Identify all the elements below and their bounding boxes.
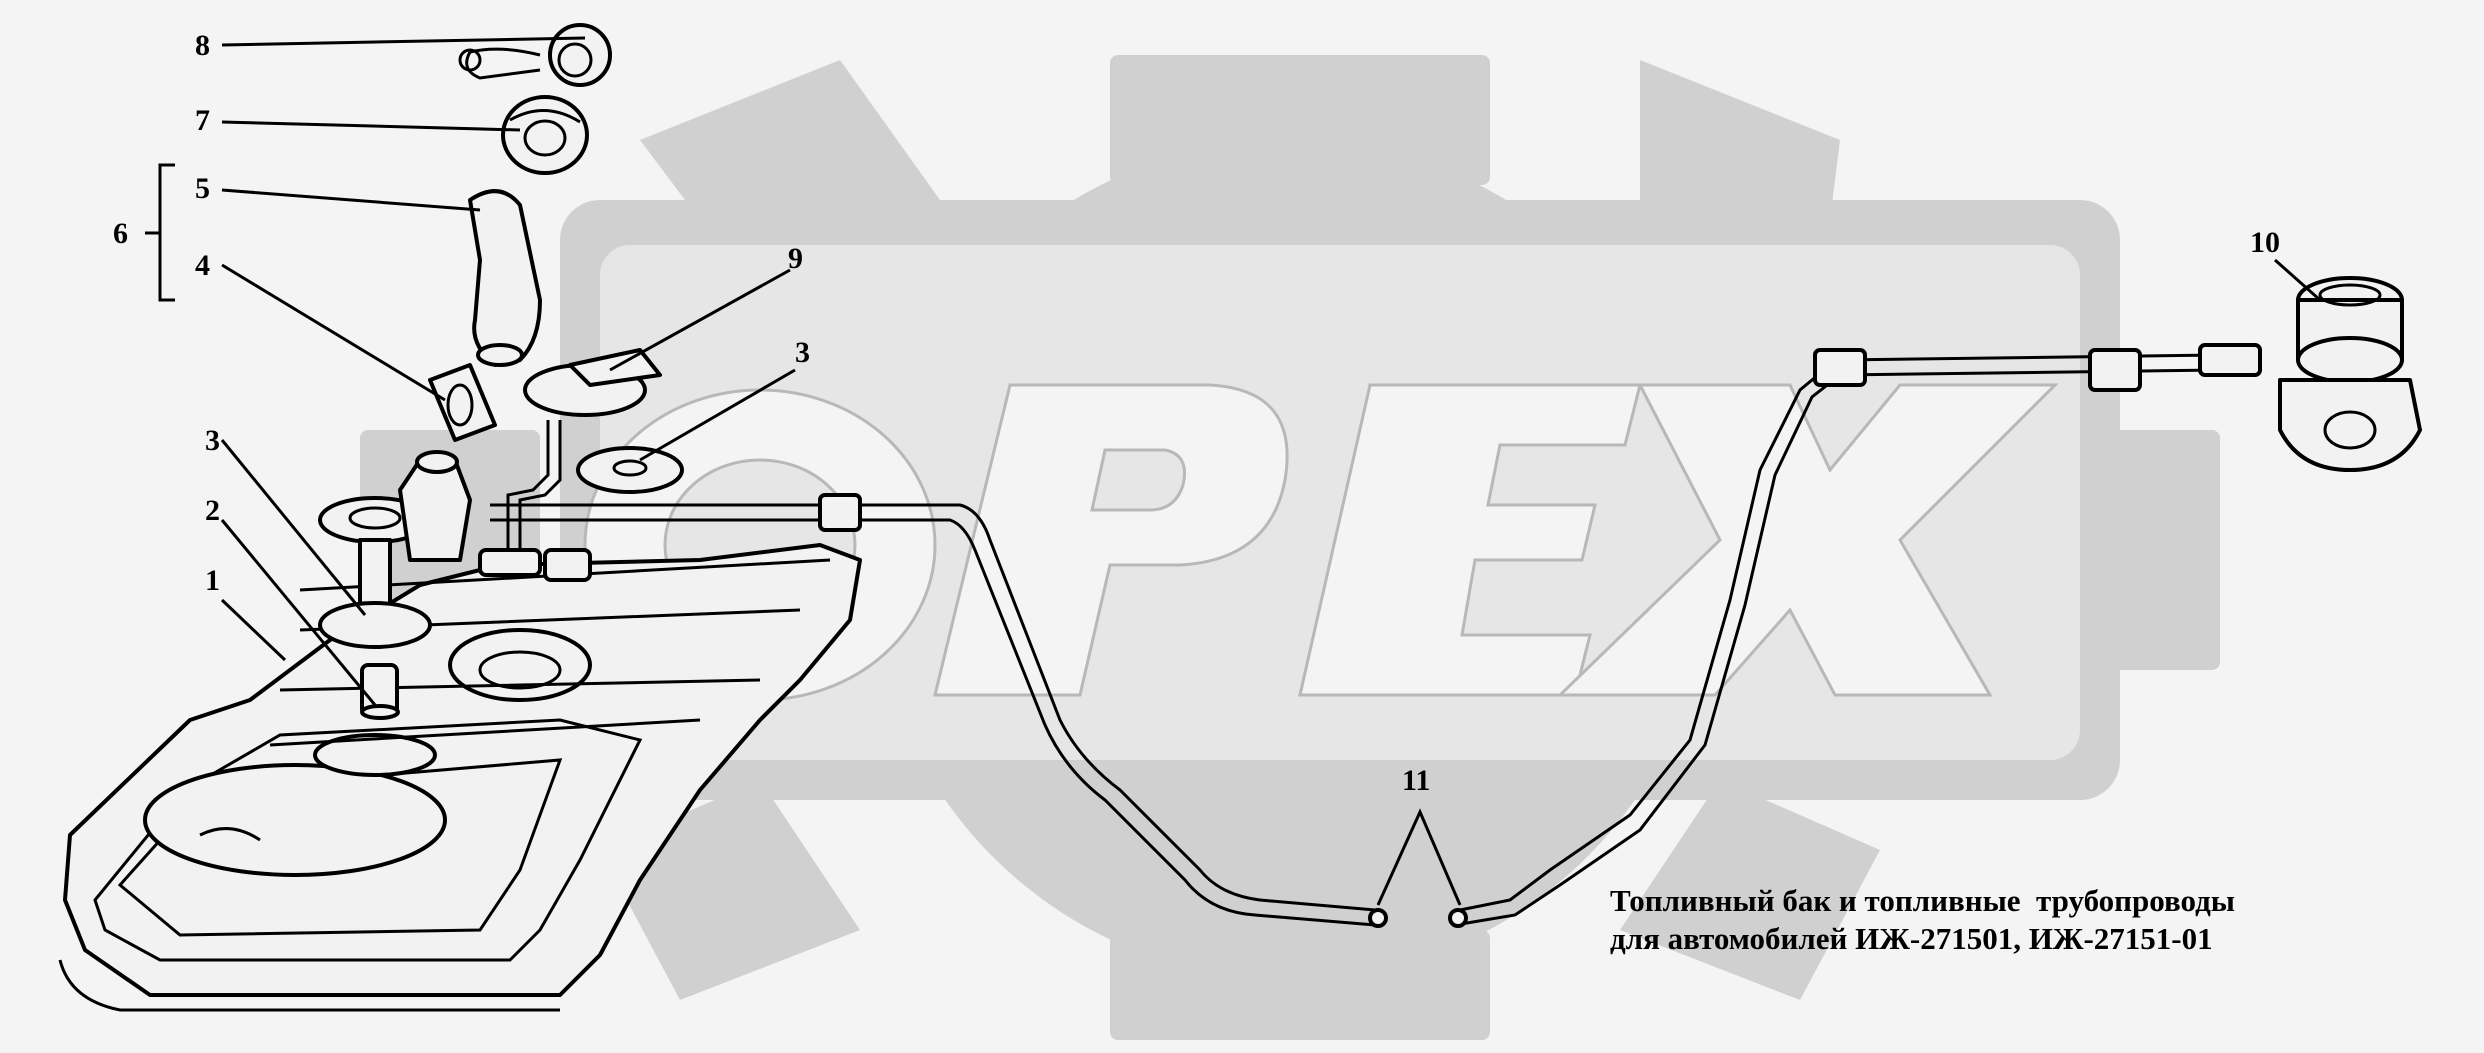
- vent-fitting: [478, 348, 684, 582]
- callout-1: 1: [205, 564, 220, 597]
- diagram-caption: Топливный бак и топливные трубопроводы д…: [1610, 882, 2235, 958]
- filler-cap-assembly: [458, 23, 612, 175]
- callout-4: 4: [195, 249, 210, 282]
- callout-6: 6: [113, 217, 128, 250]
- caption-line-1: Топливный бак и топливные трубопроводы: [1610, 883, 2236, 918]
- callout-9: 9: [788, 242, 803, 275]
- callout-11: 11: [1402, 764, 1430, 797]
- filler-hoses: [398, 189, 542, 562]
- fuel-level-sender: [318, 496, 432, 720]
- fuel-tank: [58, 543, 862, 1012]
- fuel-pump: [2278, 276, 2422, 472]
- callout-3-left: 3: [205, 424, 220, 457]
- watermark-letter-p: [933, 383, 1289, 697]
- leader-lines: [145, 36, 2321, 906]
- caption-line-2: для автомобилей ИЖ-271501, ИЖ-27151-01: [1610, 921, 2213, 956]
- callout-3-right: 3: [795, 336, 810, 369]
- callout-2: 2: [205, 494, 220, 527]
- callout-8: 8: [195, 29, 210, 62]
- callout-7: 7: [195, 104, 210, 137]
- callout-10: 10: [2250, 226, 2280, 259]
- fuel-lines: [490, 343, 2262, 928]
- watermark-letters: [583, 383, 2059, 702]
- watermark-letter-x: [1556, 383, 2059, 697]
- callout-5: 5: [195, 172, 210, 205]
